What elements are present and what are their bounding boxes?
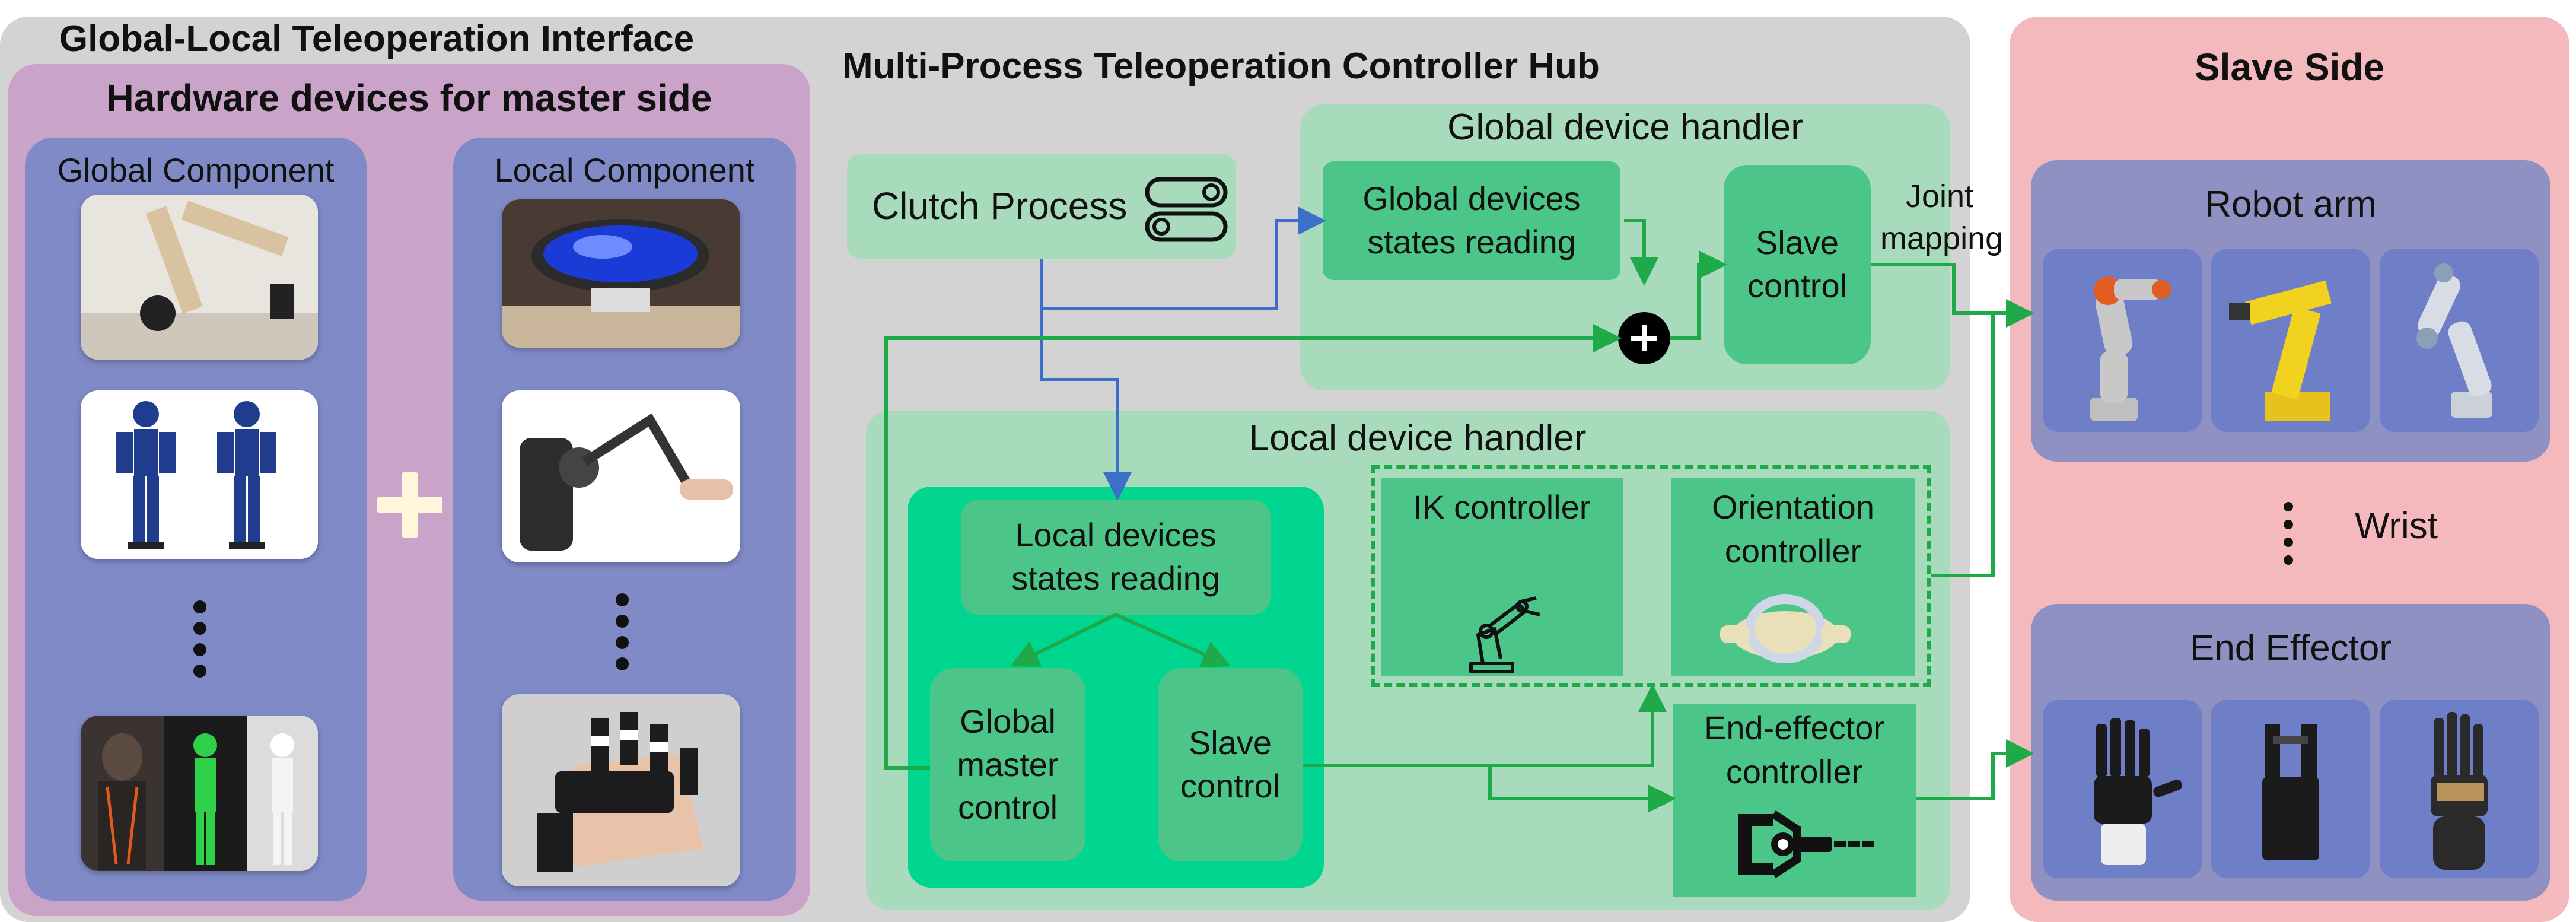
ellipsis-dot [2284, 555, 2293, 565]
ellipsis-dot [616, 636, 629, 649]
sum-junction-icon [1618, 312, 1670, 364]
ellipsis-dot [2284, 520, 2293, 529]
haptic-stylus-device-icon [502, 390, 740, 562]
gimbal-device-icon [1714, 587, 1857, 670]
ik-controller-box [1381, 478, 1623, 676]
exoskeleton-suit-icon [81, 390, 318, 559]
ik-controller-label: IK controller [1413, 488, 1591, 526]
ellipsis-dot [2284, 538, 2293, 547]
ellipsis-dot [193, 665, 206, 678]
toggle-switch-icon [1145, 177, 1228, 243]
robot-arm-master-device-icon [81, 195, 318, 360]
ellipsis-dot [193, 600, 206, 613]
robot-arm-title: Robot arm [2205, 184, 2377, 225]
local-device-handler-title: Local device handler [1249, 418, 1587, 459]
global-master-control-label: Global master control [957, 702, 1059, 826]
hub-title: Multi-Process Teleoperation Controller H… [842, 46, 1600, 87]
vr-headset-icon [502, 199, 740, 348]
parallel-gripper-icon [2211, 700, 2370, 878]
ellipsis-dot [616, 615, 629, 628]
global-device-handler-title: Global device handler [1447, 107, 1803, 148]
end-effector-title: End Effector [2189, 628, 2392, 669]
ellipsis-dot [616, 593, 629, 606]
dexterous-hand-icon [2043, 700, 2202, 878]
local-states-reading-box: Local devices states reading [961, 500, 1271, 615]
joint-mapping-label: Joint mapping [1880, 179, 2004, 257]
haptic-glove-icon [502, 694, 740, 886]
slave-side-title: Slave Side [2194, 46, 2385, 88]
local-states-reading-label: Local devices states reading [1011, 516, 1220, 597]
shadow-hand-icon [2380, 700, 2539, 878]
ur-arm-icon [2380, 249, 2539, 432]
global-states-reading-box: Global devices states reading [1323, 161, 1620, 280]
global-states-reading-label: Global devices states reading [1362, 180, 1581, 260]
global-slave-control-label: Slave control [1747, 224, 1848, 304]
local-component-title: Local Component [494, 151, 755, 189]
orientation-controller-label: Orientation controller [1712, 488, 1874, 570]
wrist-label: Wrist [2354, 505, 2438, 546]
ellipsis-dot [193, 622, 206, 635]
local-slave-control-label: Slave control [1180, 724, 1281, 805]
global-slave-control-box: Slave control [1724, 165, 1871, 364]
clutch-process-label: Clutch Process [872, 185, 1128, 228]
local-slave-control-box: Slave control [1158, 668, 1303, 861]
interface-title: Global-Local Teleoperation Interface [59, 18, 695, 59]
ellipsis-dot [616, 657, 629, 670]
ellipsis-dot [2284, 502, 2293, 511]
kuka-arm-icon [2043, 249, 2202, 432]
master-side-title: Hardware devices for master side [106, 77, 712, 119]
global-component-title: Global Component [57, 151, 335, 189]
plus-icon [377, 472, 442, 538]
motion-capture-suit-icon [81, 716, 318, 871]
gripper-icon [1732, 806, 1874, 883]
ellipsis-dot [193, 643, 206, 656]
robot-arm-outline-icon [1459, 593, 1548, 674]
end-effector-controller-label: End-effector controller [1703, 709, 1885, 790]
global-master-control-box: Global master control [930, 668, 1085, 861]
yellow-industrial-arm-icon [2211, 249, 2370, 432]
